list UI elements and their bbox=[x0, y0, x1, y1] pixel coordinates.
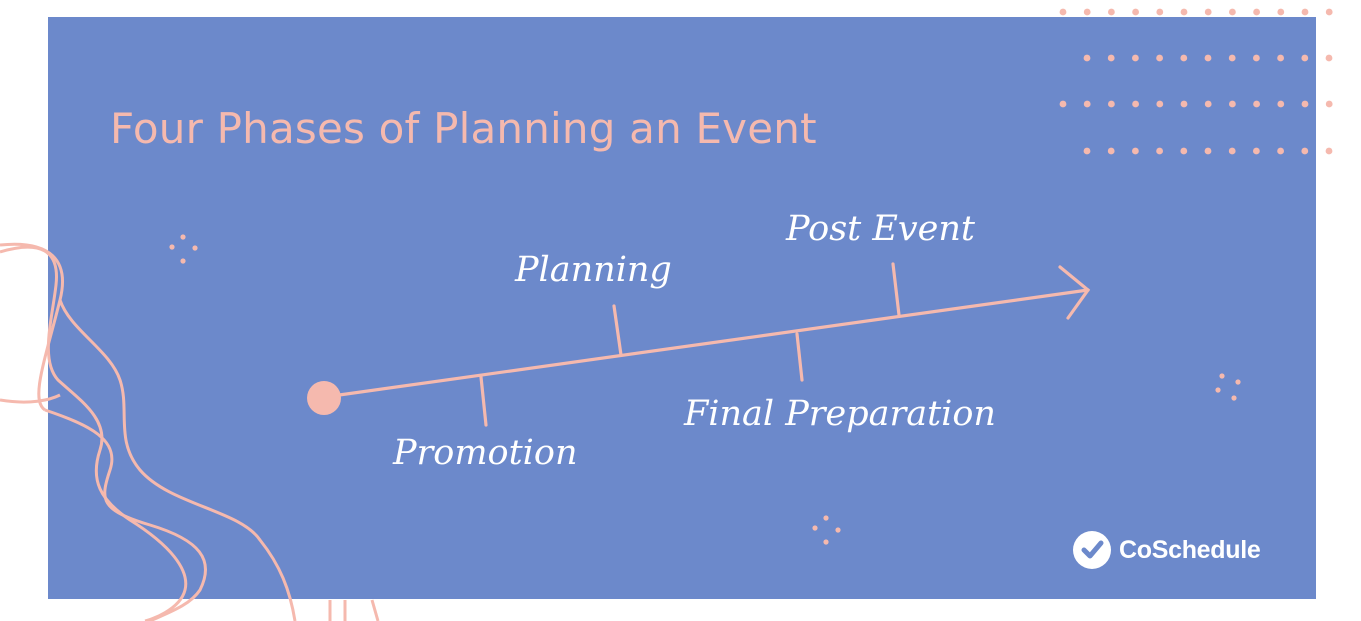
dot bbox=[1325, 100, 1333, 108]
dot bbox=[1229, 8, 1236, 16]
dot bbox=[1277, 8, 1285, 16]
dot bbox=[1253, 147, 1260, 155]
dot bbox=[1325, 54, 1333, 62]
wavy-line-decoration bbox=[0, 245, 188, 621]
dot bbox=[1204, 8, 1212, 16]
dot bbox=[1059, 100, 1067, 108]
phase-label-post-event: Post Event bbox=[786, 209, 975, 249]
dot bbox=[1083, 147, 1091, 155]
timeline-start-dot bbox=[307, 381, 341, 415]
dot bbox=[1107, 54, 1115, 62]
brand-name: CoSchedule bbox=[1119, 535, 1261, 564]
dot bbox=[1107, 147, 1115, 155]
dot bbox=[1301, 147, 1309, 155]
dot bbox=[1156, 100, 1164, 108]
dot bbox=[1132, 8, 1139, 16]
dot bbox=[1277, 147, 1284, 155]
dot bbox=[1180, 54, 1188, 62]
dot bbox=[1253, 100, 1260, 108]
diagram-title: Four Phases of Planning an Event bbox=[110, 104, 817, 153]
dot bbox=[1180, 147, 1188, 155]
dot bbox=[1083, 54, 1091, 62]
dot bbox=[1108, 8, 1115, 16]
dot bbox=[1301, 100, 1309, 108]
dot bbox=[1204, 147, 1212, 155]
phase-label-promotion: Promotion bbox=[393, 433, 578, 473]
dot bbox=[1059, 8, 1067, 16]
dot bbox=[1083, 100, 1091, 108]
coschedule-logo: CoSchedule bbox=[1073, 528, 1261, 572]
dot bbox=[1228, 54, 1236, 62]
dot bbox=[1180, 8, 1188, 16]
dot bbox=[1301, 54, 1309, 62]
check-circle-icon bbox=[1073, 531, 1111, 569]
dot bbox=[1325, 8, 1333, 16]
timeline-arrow bbox=[323, 262, 1091, 427]
dot bbox=[1253, 8, 1260, 16]
dot bbox=[1180, 100, 1188, 108]
dot bbox=[1132, 147, 1139, 155]
dot bbox=[1277, 100, 1285, 108]
dot bbox=[1301, 8, 1309, 16]
dot bbox=[1229, 100, 1236, 108]
dot bbox=[1156, 54, 1163, 62]
dot bbox=[1325, 147, 1333, 155]
dot bbox=[1108, 100, 1115, 108]
dot bbox=[1277, 54, 1284, 62]
dot bbox=[1083, 8, 1091, 16]
dot bbox=[1228, 147, 1236, 155]
dot bbox=[1156, 147, 1163, 155]
dot bbox=[1132, 54, 1139, 62]
phase-label-final-preparation: Final Preparation bbox=[684, 394, 996, 434]
dot bbox=[1204, 100, 1212, 108]
diagram-card bbox=[48, 17, 1316, 599]
phase-label-planning: Planning bbox=[515, 250, 672, 290]
dot-cluster-decoration bbox=[169, 234, 1241, 545]
dot bbox=[1132, 100, 1139, 108]
dot bbox=[1156, 8, 1164, 16]
dot bbox=[1253, 54, 1260, 62]
dot bbox=[1204, 54, 1212, 62]
